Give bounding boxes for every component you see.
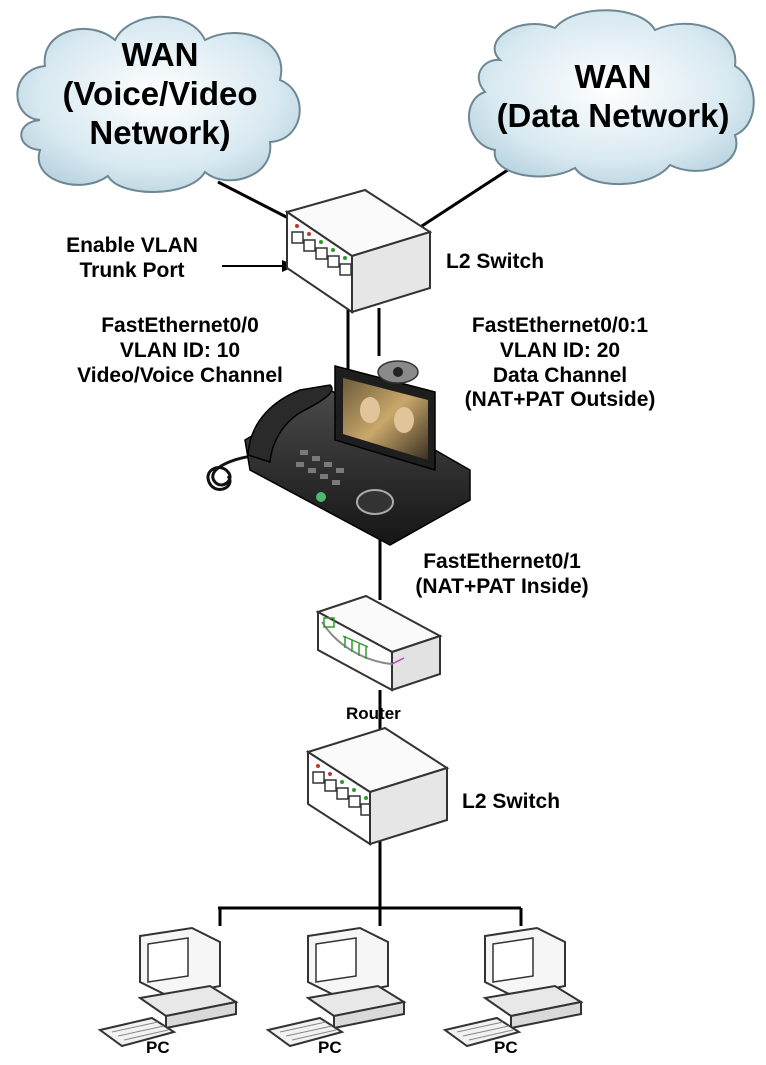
cloud-voice-video-line1: WAN bbox=[121, 36, 199, 73]
cloud-wan-data bbox=[468, 9, 755, 186]
router-label: Router bbox=[346, 704, 401, 723]
pc-2 bbox=[265, 926, 407, 1048]
trunk-port-label: Enable VLAN Trunk Port bbox=[40, 234, 224, 284]
fe001-line3: Data Channel bbox=[492, 363, 628, 387]
cloud-voice-video-label: WAN (Voice/Video Network) bbox=[40, 36, 280, 153]
switch-top-label: L2 Switch bbox=[446, 250, 545, 273]
fe00-line2: VLAN ID: 10 bbox=[119, 338, 241, 362]
l2-switch-top bbox=[284, 188, 433, 314]
cloud-data-line1: WAN bbox=[574, 58, 652, 95]
pc-3 bbox=[442, 926, 584, 1048]
fe01-label: FastEthernet0/1 (NAT+PAT Inside) bbox=[398, 550, 606, 600]
cloud-data-line2: (Data Network) bbox=[496, 96, 730, 134]
fe00-label: FastEthernet0/0 VLAN ID: 10 Video/Voice … bbox=[40, 314, 320, 388]
fe001-line4: (NAT+PAT Outside) bbox=[464, 388, 656, 412]
pc-1 bbox=[97, 926, 239, 1048]
l2-switch-bottom bbox=[305, 726, 450, 846]
video-phone bbox=[206, 360, 471, 546]
router bbox=[315, 594, 443, 692]
link-wan-data-switch bbox=[404, 160, 521, 239]
pc-3-label: PC bbox=[494, 1038, 518, 1057]
fe00-line3: Video/Voice Channel bbox=[77, 363, 283, 387]
cloud-data-label: WAN (Data Network) bbox=[478, 58, 748, 136]
switch-bottom-label: L2 Switch bbox=[462, 790, 561, 813]
fe01-line1: FastEthernet0/1 bbox=[423, 550, 581, 573]
fe001-line2: VLAN ID: 20 bbox=[499, 338, 621, 362]
fe001-line1: FastEthernet0/0:1 bbox=[471, 314, 649, 337]
pc-2-label: PC bbox=[318, 1038, 342, 1057]
cloud-voice-video-line2: (Voice/Video bbox=[62, 74, 258, 112]
fe00-line1: FastEthernet0/0 bbox=[101, 314, 259, 337]
fe001-label: FastEthernet0/0:1 VLAN ID: 20 Data Chann… bbox=[432, 314, 688, 413]
cloud-wan-voice-video bbox=[16, 15, 301, 193]
trunk-arrow bbox=[222, 260, 296, 272]
cloud-voice-video-line3: Network) bbox=[89, 113, 231, 151]
trunk-port-line2: Trunk Port bbox=[79, 258, 185, 282]
trunk-port-line1: Enable VLAN bbox=[66, 234, 198, 257]
fe01-line2: (NAT+PAT Inside) bbox=[415, 574, 589, 598]
pc-1-label: PC bbox=[146, 1038, 170, 1057]
